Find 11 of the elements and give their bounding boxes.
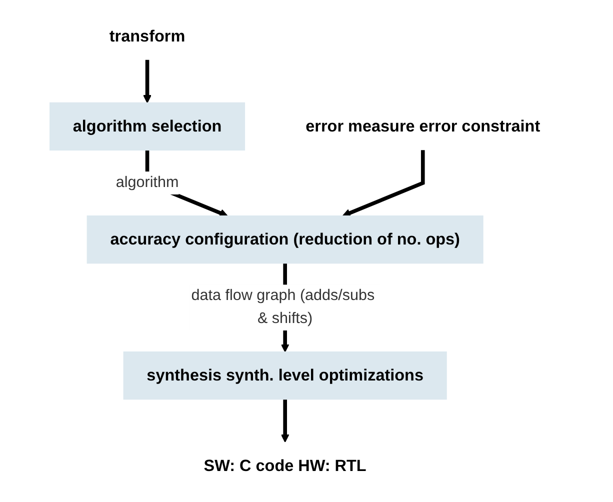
arrow	[280, 399, 290, 442]
arrow	[342, 150, 425, 217]
edge-label: algorithm	[116, 172, 179, 194]
process-box: algorithm selection	[50, 102, 246, 151]
text-label: transform	[109, 26, 186, 46]
process-box: synthesis synth. level optimizations	[123, 351, 447, 400]
edge-label: data flow graph (adds/subs & shifts)	[190, 284, 381, 330]
arrow	[143, 60, 152, 104]
text-label: error measure error constraint	[306, 117, 540, 136]
text-label: SW: C code HW: RTL	[204, 456, 366, 475]
process-box: accuracy configuration (reduction of no. ops)	[86, 215, 484, 264]
